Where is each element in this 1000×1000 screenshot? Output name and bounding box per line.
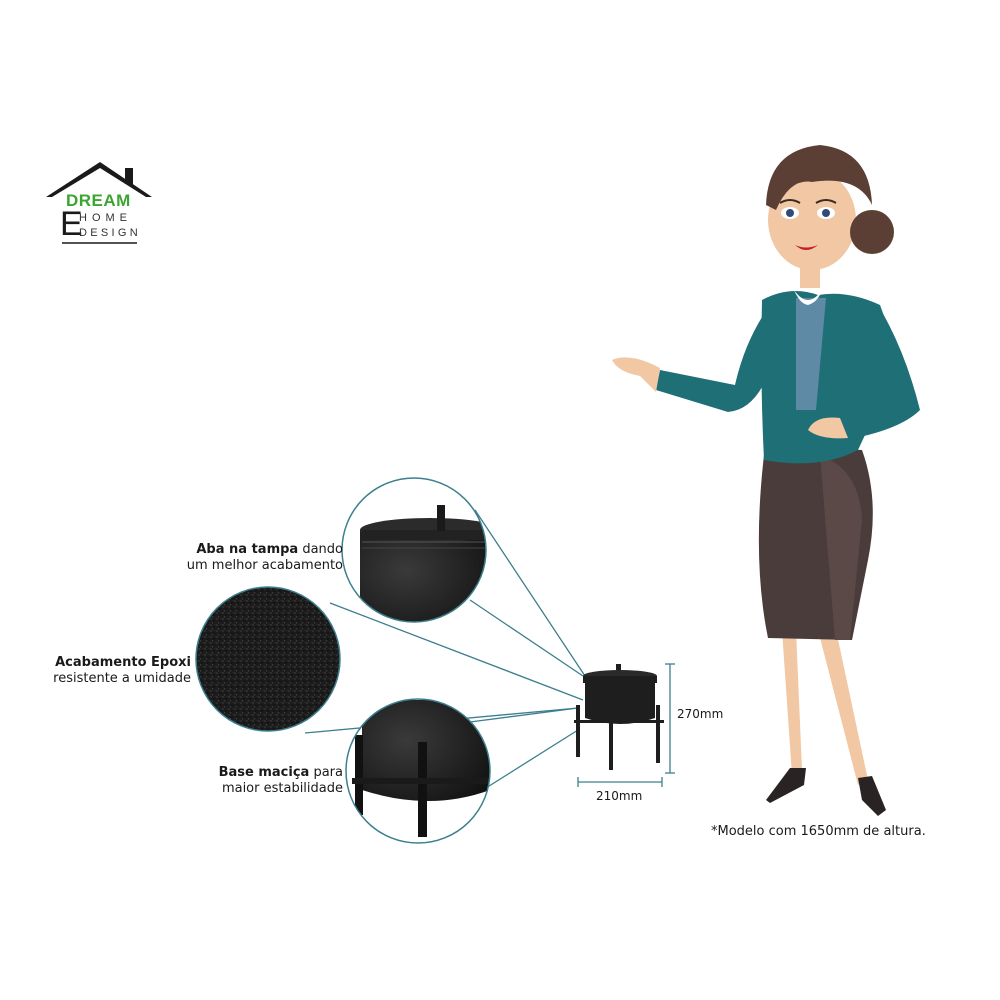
dimension-lines [577, 663, 675, 787]
planter-product [574, 664, 664, 770]
logo-home-text: HOME [79, 212, 132, 224]
logo-letter: E [60, 205, 83, 243]
presenter-woman-illustration [612, 145, 920, 816]
callout-base-bold: Base maciça [218, 765, 310, 780]
width-dimension-label: 210mm [596, 789, 643, 803]
base-detail-magnifier [345, 698, 491, 844]
height-dimension-label: 270mm [677, 707, 724, 721]
callout-lid-line2: um melhor acabamento [186, 558, 343, 573]
logo-dream-text: DREAM [66, 191, 131, 210]
callout-lid: Aba na tampa dando um melhor acabamento [187, 542, 343, 574]
callout-lid-rest: dando [298, 542, 343, 557]
callout-finish-line2: resistente a umidade [53, 671, 191, 686]
callout-finish: Acabamento Epoxi resistente a umidade [53, 655, 191, 687]
house-roof-icon [46, 162, 152, 244]
callout-base-line2: maior estabilidade [221, 781, 343, 796]
texture-detail-magnifier [195, 586, 341, 732]
callout-finish-bold: Acabamento Epoxi [55, 655, 191, 670]
model-height-note: *Modelo com 1650mm de altura. [711, 824, 926, 839]
logo-design-text: DESIGN [79, 227, 141, 239]
lid-detail-magnifier [341, 477, 487, 623]
callout-base: Base maciça para maior estabilidade [219, 765, 343, 797]
callout-base-rest: para [309, 765, 343, 780]
callout-lid-bold: Aba na tampa [196, 542, 299, 557]
